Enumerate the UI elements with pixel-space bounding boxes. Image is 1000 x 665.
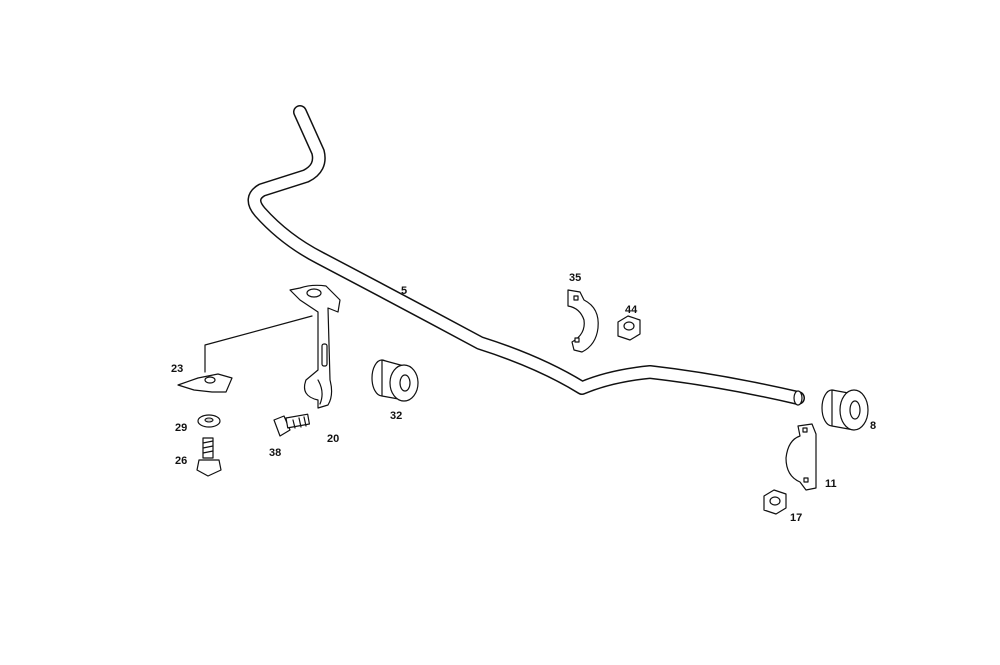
part-label-26: 26	[175, 455, 187, 467]
rubber-bushing-part-32[interactable]	[371, 359, 419, 402]
part-label-8: 8	[870, 420, 876, 432]
part-label-20: 20	[327, 433, 339, 445]
bolt-part-26[interactable]	[196, 437, 222, 477]
part-labels: 5 35 44 23 32 8 29 20 38 26 11 17	[171, 272, 876, 524]
part-label-29: 29	[175, 422, 187, 434]
part-label-32: 32	[390, 410, 402, 422]
part-label-23: 23	[171, 363, 183, 375]
clamp-part-35[interactable]	[567, 289, 599, 353]
mounting-bracket-part-20[interactable]	[289, 284, 341, 409]
nut-part-44[interactable]	[617, 315, 641, 341]
part-label-38: 38	[269, 447, 281, 459]
rubber-bushing-part-8[interactable]	[821, 389, 869, 431]
plate-part-23[interactable]	[177, 315, 313, 393]
washer-part-29[interactable]	[197, 414, 221, 428]
part-label-35: 35	[569, 272, 581, 284]
bolt-part-38[interactable]	[273, 413, 311, 437]
nut-part-17[interactable]	[763, 489, 787, 515]
part-label-11: 11	[825, 478, 837, 490]
stabilizer-bar[interactable]	[247, 105, 805, 406]
part-label-5: 5	[401, 285, 407, 297]
part-label-44: 44	[625, 304, 638, 316]
clamp-part-11[interactable]	[785, 423, 817, 491]
part-label-17: 17	[790, 512, 802, 524]
